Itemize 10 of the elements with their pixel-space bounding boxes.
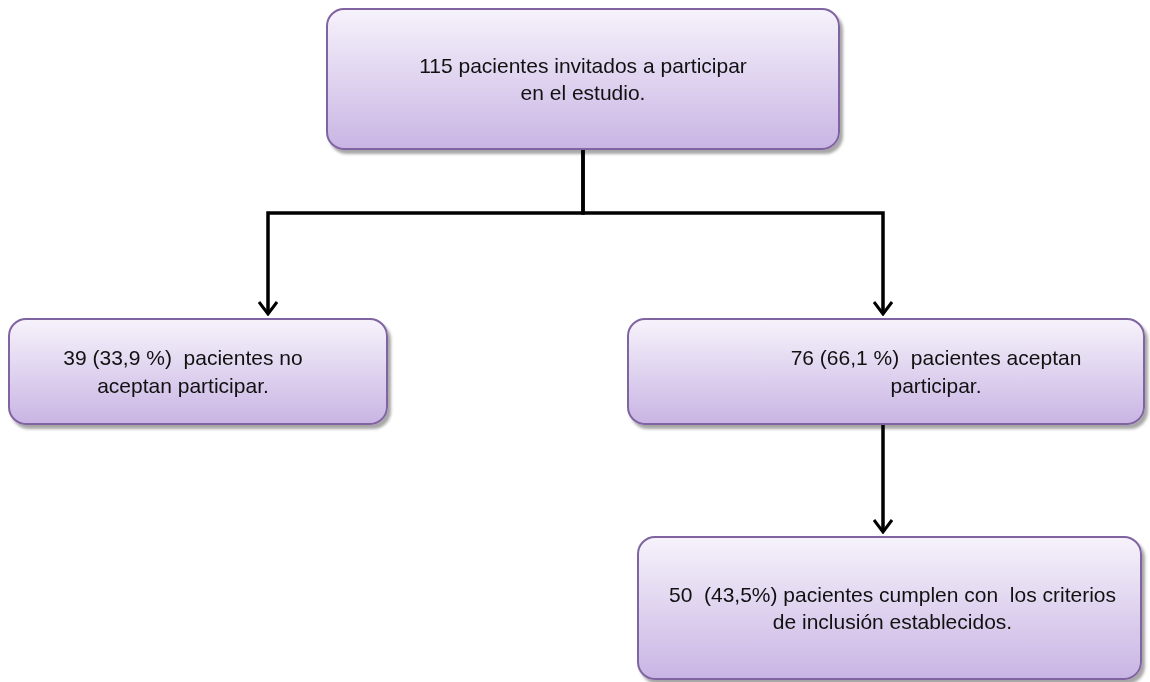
box-text: 39 (33,9 %) pacientes no aceptan participar. (62, 345, 304, 399)
process-box (326, 8, 840, 150)
arrow (872, 425, 894, 534)
box-text: 76 (66,1 %) pacientes aceptan participar. (789, 345, 1083, 399)
box-text: 50 (43,5%) pacientes cumplen con los criterios de inclusión establecidos. (667, 581, 1118, 635)
process-box (8, 318, 388, 425)
box-text: 115 pacientes invitados a participar en el estudio. (418, 52, 748, 106)
arrow (581, 150, 894, 316)
process-box (627, 318, 1145, 425)
process-box (637, 536, 1142, 680)
